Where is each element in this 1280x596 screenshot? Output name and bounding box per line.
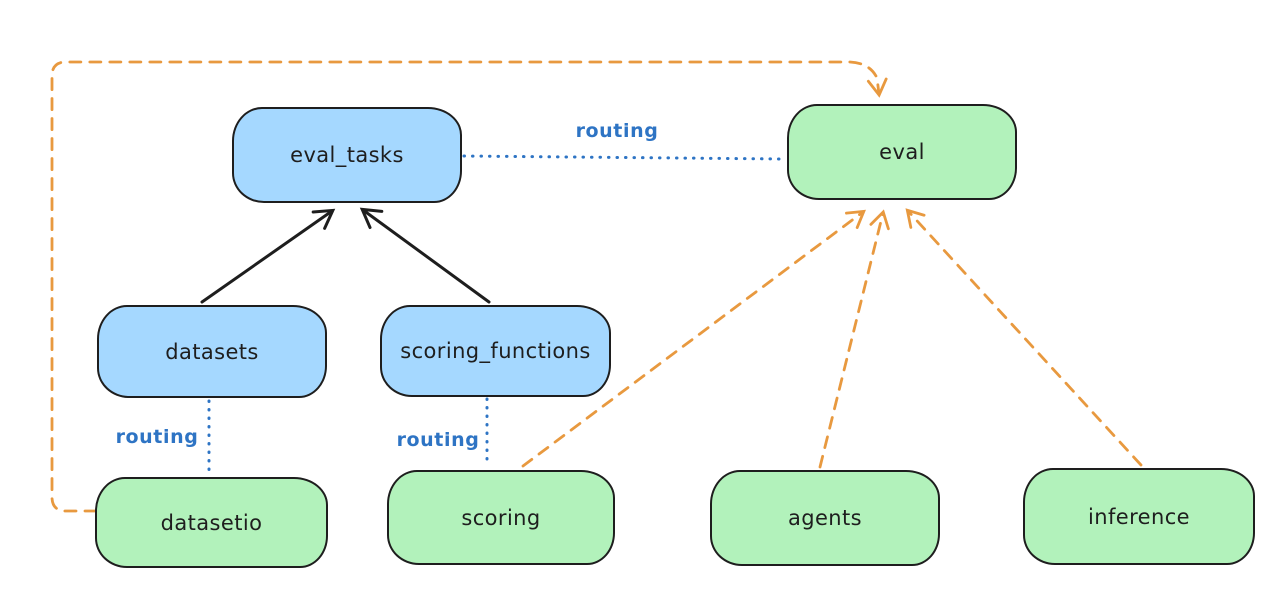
node-eval-tasks: eval_tasks: [232, 107, 462, 203]
node-scoring-functions: scoring_functions: [380, 305, 611, 397]
edge-scoring-to-eval: [521, 209, 866, 468]
node-scoring-label: scoring: [461, 505, 541, 530]
node-eval: eval: [787, 104, 1017, 200]
node-inference: inference: [1023, 468, 1255, 565]
node-datasetio-label: datasetio: [160, 510, 263, 535]
edge-agents-to-eval: [818, 209, 890, 469]
node-datasets: datasets: [97, 305, 327, 398]
edge-label-routing-scoring-functions-scoring: routing: [396, 429, 480, 451]
node-scoring-functions-label: scoring_functions: [400, 339, 591, 363]
edge-datasets-to-eval-tasks: [200, 208, 336, 304]
node-agents: agents: [710, 470, 940, 566]
edge-label-routing-datasets-datasetio: routing: [115, 426, 199, 448]
node-scoring: scoring: [387, 470, 615, 565]
node-datasetio: datasetio: [95, 477, 328, 568]
node-eval-label: eval: [879, 140, 925, 164]
edge-scoring-functions-to-eval-tasks: [359, 207, 491, 304]
node-eval-tasks-label: eval_tasks: [290, 143, 404, 167]
edge-eval-tasks-to-eval: [462, 154, 785, 161]
node-datasets-label: datasets: [165, 339, 259, 364]
edge-label-routing-eval-tasks-eval: routing: [575, 120, 659, 142]
node-agents-label: agents: [787, 506, 862, 530]
edge-inference-to-eval: [905, 208, 1143, 467]
node-inference-label: inference: [1088, 504, 1190, 529]
edge-datasetio-to-eval: [50, 60, 888, 513]
